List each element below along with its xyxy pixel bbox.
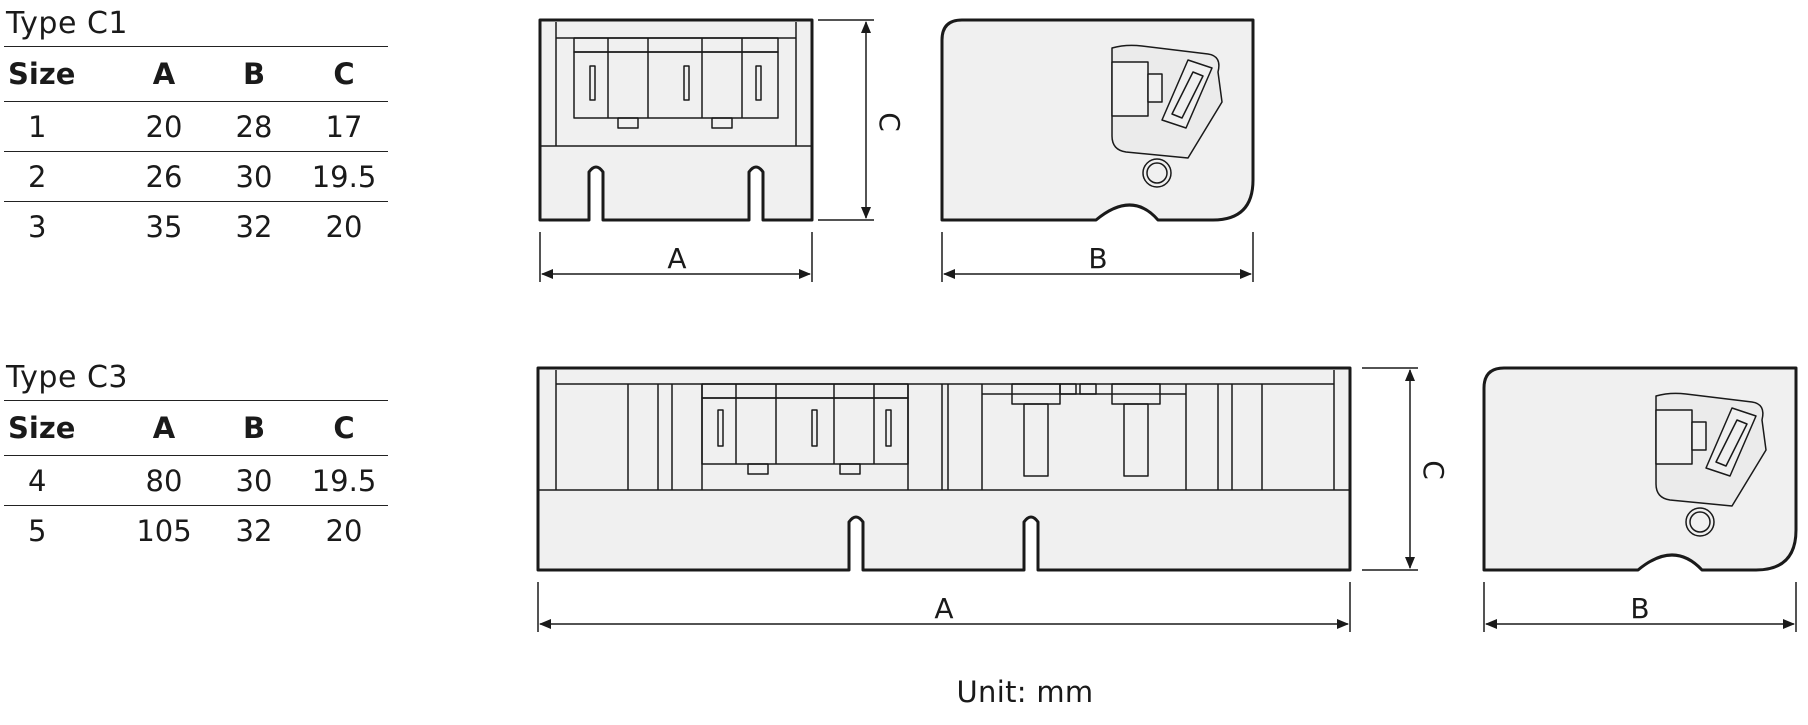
type-c3-title: Type C3 — [6, 360, 128, 395]
cell-c: 19.5 — [304, 151, 384, 202]
c3-side-view — [1482, 366, 1798, 572]
type-c3-table: Size A B C 4 80 30 19.5 5 105 32 20 — [4, 400, 388, 555]
cell-a: 35 — [145, 209, 183, 244]
table-row: 5 105 32 20 — [4, 506, 388, 556]
c1-side-view — [940, 18, 1255, 222]
cell-b: 30 — [204, 151, 304, 202]
cell-b: 28 — [204, 101, 304, 152]
column-header-size: Size — [4, 400, 124, 456]
column-header-a: A — [124, 46, 204, 102]
cell-size: 2 — [4, 151, 124, 202]
type-c1-title: Type C1 — [6, 6, 128, 41]
c1-side-dimension-b — [941, 232, 1254, 282]
column-header-size: Size — [4, 46, 124, 102]
c1-label-a: A — [667, 242, 686, 275]
c3-side-dimension-b — [1483, 582, 1797, 632]
type-c3-block: Type C3 Size A B C 4 80 30 19.5 5 105 32 — [4, 360, 388, 555]
cell-b: 30 — [204, 455, 304, 506]
table-row: 3 35 32 20 — [4, 202, 388, 252]
table-row: 1 20 28 17 — [4, 101, 388, 152]
column-header-b: B — [204, 46, 304, 102]
table-header-row: Size A B C — [4, 400, 388, 456]
column-header-c: C — [304, 46, 384, 102]
cell-c: 17 — [304, 101, 384, 152]
cell-size: 1 — [4, 101, 124, 152]
cell-size: 3 — [28, 209, 47, 244]
column-header-c: C — [304, 400, 384, 456]
cell-size: 4 — [4, 455, 124, 506]
cell-b: 32 — [235, 209, 273, 244]
cell-size: 5 — [28, 513, 47, 548]
cell-c: 20 — [325, 209, 363, 244]
c1-front-view — [538, 18, 814, 222]
cell-c: 19.5 — [304, 455, 384, 506]
c1-dimension-c — [818, 19, 874, 221]
c1-label-c: C — [873, 112, 906, 132]
c3-dimension-a — [537, 582, 1351, 632]
cell-a: 20 — [124, 101, 204, 152]
c3-label-c: C — [1417, 460, 1450, 480]
type-c1-table: Size A B C 1 20 28 17 2 26 30 19.5 — [4, 46, 388, 251]
table-header-row: Size A B C — [4, 46, 388, 102]
cell-a: 105 — [136, 513, 192, 548]
c3-label-b: B — [1630, 592, 1649, 625]
c1-label-b: B — [1088, 242, 1107, 275]
cell-b: 32 — [235, 513, 273, 548]
column-header-b: B — [204, 400, 304, 456]
column-header-a: A — [124, 400, 204, 456]
cell-a: 80 — [124, 455, 204, 506]
c3-label-a: A — [934, 592, 953, 625]
table-row: 4 80 30 19.5 — [4, 455, 388, 506]
c3-dimension-c — [1362, 367, 1418, 571]
table-row: 2 26 30 19.5 — [4, 151, 388, 202]
type-c1-block: Type C1 Size A B C 1 20 28 17 2 26 30 — [4, 6, 388, 251]
cell-c: 20 — [325, 513, 363, 548]
c3-front-view — [536, 366, 1352, 572]
cell-a: 26 — [124, 151, 204, 202]
c1-dimension-a — [539, 232, 813, 282]
unit-label: Unit: mm — [956, 675, 1094, 709]
